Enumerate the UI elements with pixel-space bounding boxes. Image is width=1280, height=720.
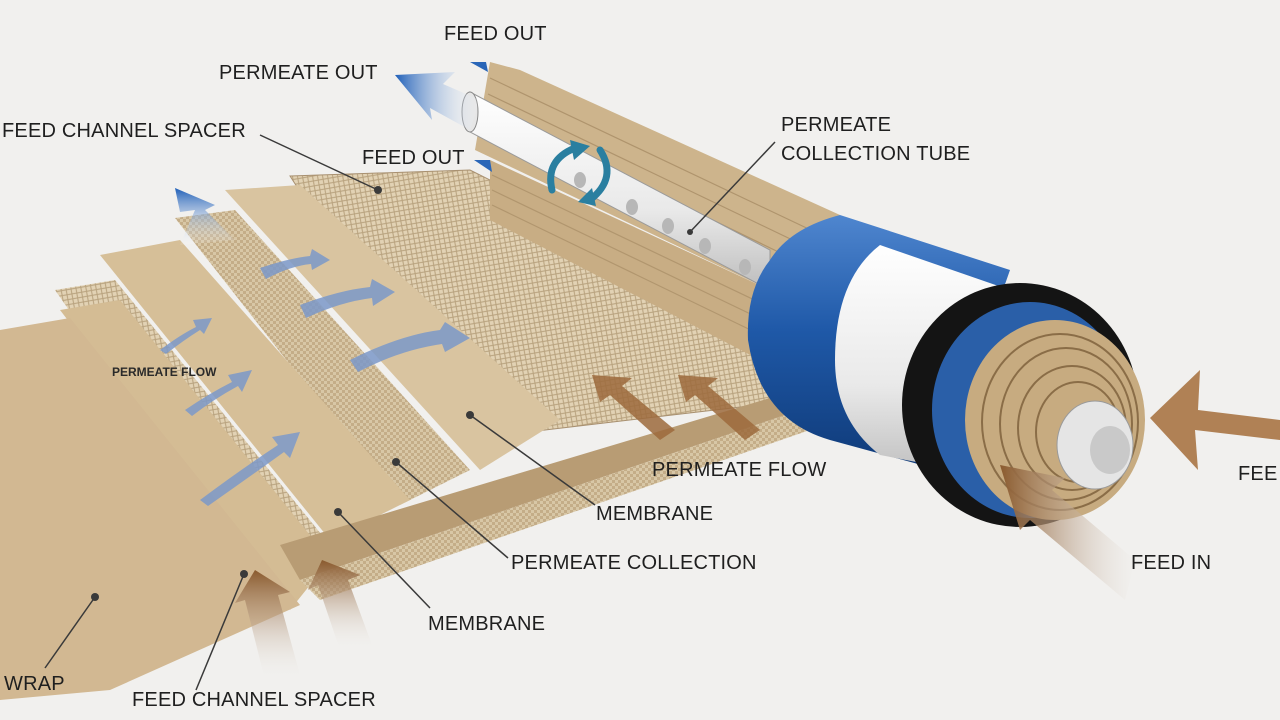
label-membrane-upper: MEMBRANE [596, 503, 714, 525]
rotation-arrows-icon [547, 144, 611, 204]
label-feed-edge: FEE [1238, 463, 1278, 485]
label-permeate-out: PERMEATE OUT [219, 62, 378, 84]
permeate-out-arrow-icon [395, 72, 480, 130]
label-feed-channel-spacer-top: FEED CHANNEL SPACER [2, 120, 246, 142]
label-wrap: WRAP [4, 673, 65, 695]
membrane-element-cylinder [461, 62, 1145, 527]
feed-in-lower-arrow-icon [1000, 465, 1135, 600]
label-feed-in: FEED IN [1131, 552, 1212, 574]
permeate-flow-arrows [160, 249, 470, 506]
label-feed-out-top: FEED OUT [444, 23, 547, 45]
feed-in-arrow-icon [1150, 370, 1280, 470]
membrane-sheet-front [60, 300, 330, 610]
membrane-sheet-mid [100, 240, 410, 540]
feed-out-top-arrow-icon [470, 62, 488, 72]
label-permeate-flow-small: PERMEATE FLOW [112, 365, 217, 379]
label-permeate-collection-tube-line1: PERMEATE [781, 114, 892, 136]
permeate-up-arrow-icon [175, 188, 235, 245]
label-feed-out-side: FEED OUT [362, 147, 465, 169]
label-permeate-collection-tube-line2: COLLECTION TUBE [781, 143, 971, 165]
wrap-sheet [0, 318, 300, 700]
leader-dots [91, 186, 693, 601]
label-membrane-lower: MEMBRANE [428, 613, 546, 635]
permeate-collection-sheet [175, 210, 470, 505]
leader-lines [44, 134, 776, 691]
feed-in-arrows-lower [235, 375, 760, 680]
label-permeate-collection: PERMEATE COLLECTION [511, 552, 757, 574]
label-feed-channel-spacer-bottom: FEED CHANNEL SPACER [132, 689, 376, 711]
unrolled-sheets [0, 169, 810, 700]
sheet-fold-band [280, 395, 800, 580]
feed-out-side-arrow-icon [474, 160, 492, 172]
sheet-fold-band-2 [300, 410, 810, 600]
label-permeate-flow: PERMEATE FLOW [652, 459, 827, 481]
